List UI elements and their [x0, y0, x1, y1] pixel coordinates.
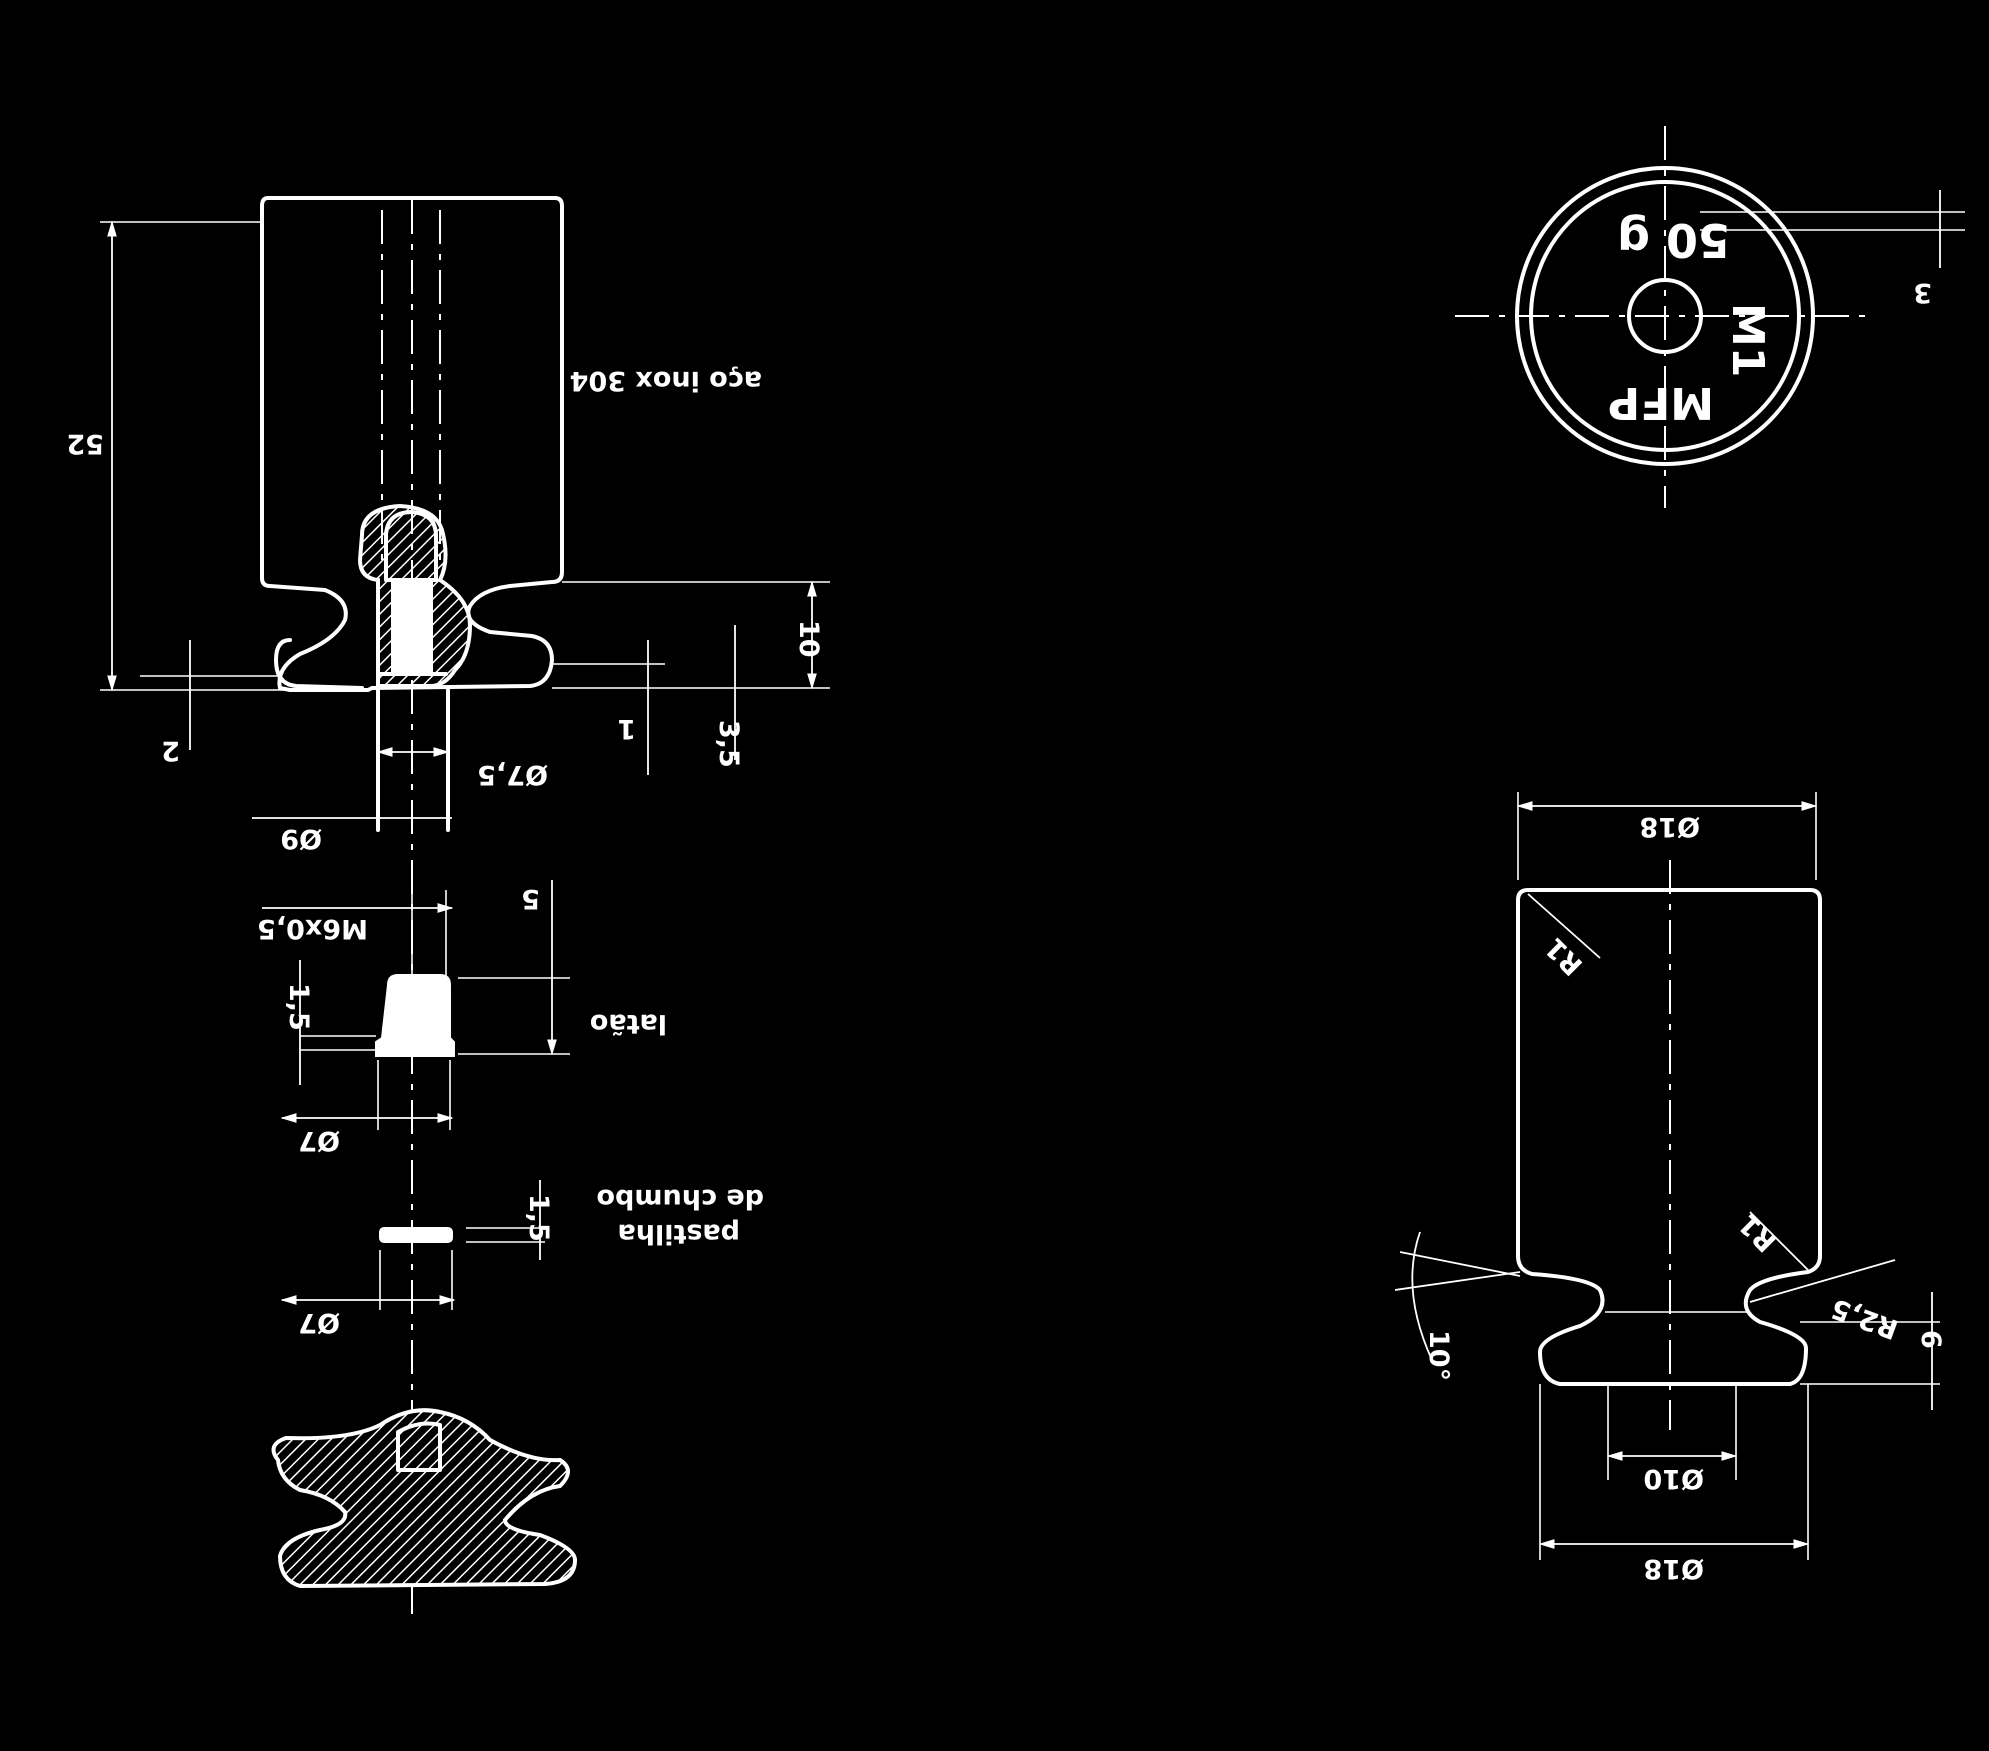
lead-pellet — [379, 1227, 453, 1243]
dim-dia-18-bottom-label: Ø18 — [1643, 1553, 1704, 1584]
dim-thread-label: M6x0,5 — [257, 913, 368, 944]
dim-2-label: 2 — [161, 735, 180, 766]
dim-dia-7-5-label: Ø7,5 — [477, 759, 548, 790]
dim-dia-10-label: Ø10 — [1643, 1463, 1704, 1494]
dim-r1-top-label: R1 — [1539, 931, 1589, 981]
insert-detail: M6x0,5 1,5 5 latão Ø7 — [257, 880, 667, 1156]
marking-mass: 50 g — [1617, 213, 1730, 267]
top-view: 50 g M1 MFP 3 — [1455, 126, 1965, 508]
weight-body-outline — [260, 196, 564, 692]
knob-hatched — [271, 1408, 578, 1589]
dim-3-5-label: 3,5 — [713, 720, 744, 768]
marking-grade: M1 — [1722, 303, 1773, 377]
dim-pellet-1-5-label: 1,5 — [523, 1194, 554, 1242]
dim-top-3-label: 3 — [1913, 277, 1932, 308]
dim-6-label: 6 — [1915, 1330, 1946, 1349]
knob-section — [271, 1408, 578, 1589]
pellet-material-line2: pastilha — [618, 1218, 740, 1249]
elevation-view: Ø18 R1 R1 R2,5 6 10° Ø10 Ø18 — [1394, 792, 1946, 1584]
dim-insert-1-5-label: 1,5 — [283, 983, 314, 1031]
dim-base-label: 10 — [793, 620, 824, 658]
dim-insert-dia-7-label: Ø7 — [298, 1125, 340, 1156]
pellet-detail: 1,5 de chumbo pastilha Ø7 — [280, 1180, 765, 1338]
brass-insert — [375, 974, 455, 1057]
dim-1-label: 1 — [617, 713, 636, 744]
body-material-label: aço inox 304 — [570, 365, 762, 396]
weight-elevation-body — [1516, 888, 1822, 1386]
dim-angle-label: 10° — [1423, 1330, 1454, 1381]
pellet-material-line1: de chumbo — [597, 1183, 765, 1214]
dim-dia-18-top-label: Ø18 — [1639, 811, 1700, 842]
section-view: 52 10 2 1 3,5 Ø7,5 Ø9 — [66, 196, 830, 1620]
dim-pellet-dia-7-label: Ø7 — [298, 1307, 340, 1338]
dim-r2-5-label: R2,5 — [1827, 1292, 1902, 1345]
insert-material-label: latão — [590, 1008, 667, 1039]
dim-r1-bottom-label: R1 — [1733, 1208, 1783, 1258]
dim-dia-9-label: Ø9 — [280, 823, 322, 854]
marking-brand: MFP — [1608, 377, 1714, 428]
knob-flange — [274, 638, 364, 690]
dim-5-label: 5 — [521, 883, 540, 914]
dim-height-label: 52 — [66, 428, 104, 459]
knob-cavity — [396, 1421, 442, 1472]
